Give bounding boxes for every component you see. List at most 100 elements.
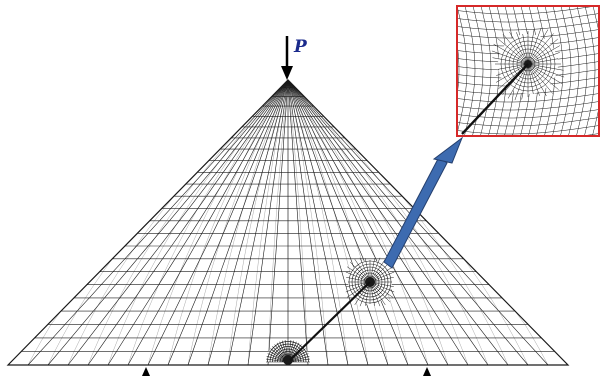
inset-mesh-line [457,93,599,103]
inset-mesh-line [457,166,599,175]
mesh-line [287,79,309,366]
inset-rosette-spoke [527,45,561,65]
rosette-ring [354,266,386,298]
mesh-line [287,79,329,366]
mesh-line [287,79,369,366]
rosette-ring [348,260,392,304]
inset-mesh-line [457,6,468,135]
inset-rosette-spoke [493,43,529,65]
inset-mesh-line [457,142,599,151]
rosette-ring [363,275,377,289]
inset-mesh-line [457,150,599,159]
inset-magnified-mesh [408,6,599,175]
mesh-line [187,79,289,366]
inset-rosette-spoke [495,63,529,83]
mesh-line [127,79,289,366]
inset-rosette-ring [508,44,548,84]
inset-mesh-line [464,6,476,136]
mesh-line [287,79,449,366]
inset-mesh-line [457,21,599,31]
inset-mesh-line [424,6,435,136]
base-refinement-rosette [266,340,310,365]
inset-mesh-line [440,6,451,136]
inset-rosette-spoke [507,63,529,99]
beam-outline [6,79,570,366]
crack-line [289,281,371,361]
inset-frame [456,5,600,137]
rosette-ring [360,272,380,292]
mesh-line [287,79,469,366]
inset-rosette-spoke [527,28,535,65]
inset-rosette-spoke [502,34,529,65]
mesh-line [147,79,289,366]
mesh-line [247,79,289,366]
mesh-line [27,79,289,366]
mesh-line [107,79,289,366]
inset-mesh-line [432,6,443,136]
mesh-line [287,79,429,366]
inset-rosette-spoke [496,63,529,76]
rosette-ring [351,263,389,301]
inset-rosette-spoke [492,57,529,65]
inset-rosette-spoke [516,32,529,65]
inset-rosette-spoke [527,29,549,65]
load-arrow [281,36,293,80]
mesh-line [167,79,289,366]
inset-mesh-line [552,6,564,136]
load-label: P [293,37,308,57]
inset-rosette-spoke [527,63,563,85]
mesh-line [227,79,289,366]
mesh-line [47,79,289,366]
inset-rosette-spoke [527,63,547,97]
inset-rosette-spoke [521,63,529,100]
mesh-line [127,79,289,366]
callout-arrow [383,136,464,269]
mesh-line [67,79,289,366]
inset-mesh-line [457,6,598,15]
inset-rosette-spoke [527,63,559,90]
mesh-line [287,79,389,366]
inset-mesh-line [584,6,596,136]
inset-rosette-spoke [527,52,560,65]
inset-mesh-line [408,6,419,136]
inset-rosette-ring [504,40,552,88]
inset-mesh-line [416,6,427,136]
mesh-line [247,79,289,366]
inset-mesh-line [480,6,492,136]
mesh-line [287,79,449,366]
inset-mesh-line [457,117,599,127]
inset-mesh-line [457,125,599,135]
inset-rosette-spoke [527,63,540,96]
left-support-marker [142,367,150,376]
inset-mesh-line [568,6,580,136]
inset-mesh-line [457,42,460,98]
mesh-line [107,79,289,366]
rosette-ring [357,269,383,295]
inset-rosette-ring [516,52,540,76]
rosette-core [283,355,293,365]
inset-rosette-spoke [527,63,564,71]
mesh-line [207,79,289,366]
mesh-line [287,79,389,366]
inset-mesh-line [576,6,588,136]
right-support-marker [423,367,431,376]
mesh-line [207,79,289,366]
inset-rosette-spoke [527,33,554,65]
mesh-line [287,79,469,366]
inset-rosette-ring [520,56,536,72]
mesh-line [187,79,289,366]
inset-mesh-line [457,109,599,119]
inset-mesh-line [457,13,599,23]
inset-rosette-spoke [527,63,554,94]
inset-rosette-ring [512,48,544,80]
mesh-line [287,79,329,366]
inset-rosette-spoke [497,38,529,65]
inset-rosette-spoke [509,31,529,65]
inset-rosette-ring [500,36,556,92]
mesh-line [287,79,409,366]
inset-crack-line [461,63,529,135]
inset-mesh-line [472,6,484,136]
inset-mesh-line [457,158,599,167]
mesh-line [267,79,289,366]
